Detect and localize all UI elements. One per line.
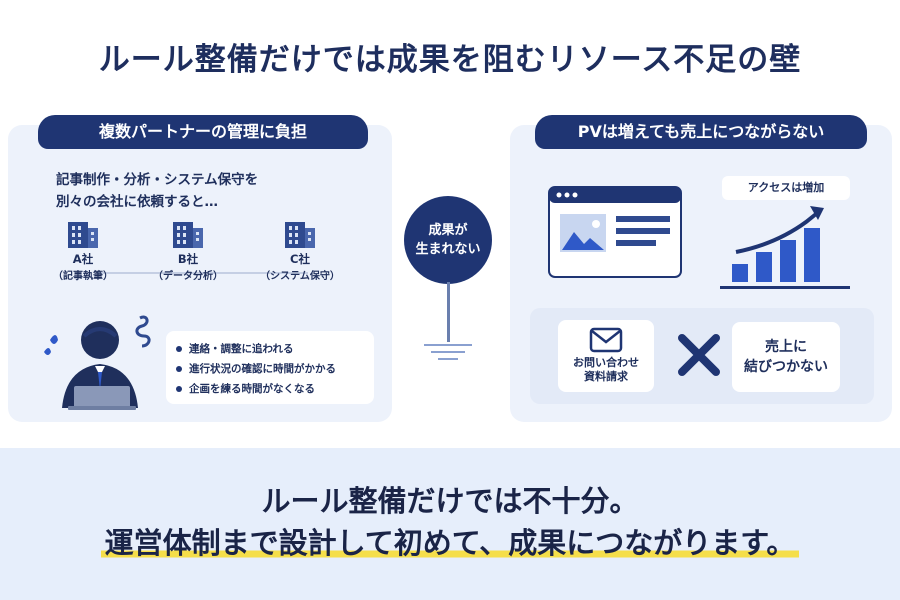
access-label: アクセスは増加 (722, 176, 850, 200)
ground-stem (447, 282, 450, 342)
ground-line-3 (438, 358, 458, 360)
conclusion-band (0, 448, 900, 600)
company-role: （データ分析） (153, 271, 223, 282)
bullet-icon (176, 366, 182, 372)
left-lead-text: 記事制作・分析・システム保守を 別々の会社に依頼すると… (56, 169, 258, 213)
highlighted-text: 運営体制まで設計して初めて、成果につながります。 (100, 526, 800, 560)
right-panel-heading: PVは増えても売上につながらない (535, 115, 867, 149)
stressed-person-icon (44, 315, 151, 410)
building-icon (285, 222, 315, 248)
left-panel-heading: 複数パートナーの管理に負担 (38, 115, 368, 149)
company-role: （システム保守） (260, 271, 340, 282)
mail-icon (589, 327, 623, 353)
growth-chart-icon (720, 206, 850, 289)
bullet-icon (176, 386, 182, 392)
conclusion-line-1: ルール整備だけでは不十分。 (261, 484, 639, 518)
lead-line-2: 別々の会社に依頼すると… (56, 194, 218, 210)
company-connector-line (98, 272, 308, 274)
cross-icon (678, 334, 720, 376)
company-name: B社 (177, 252, 199, 266)
no-sales-card: 売上に 結びつかない (732, 322, 840, 392)
company-role: （記事執筆） (53, 271, 113, 282)
ground-line-1 (424, 344, 472, 346)
list-item: 進行状況の確認に時間がかかる (176, 359, 364, 379)
no-results-badge: 成果が 生まれない (404, 196, 492, 284)
company-b: B社 （データ分析） (143, 218, 233, 282)
company-name: C社 (290, 252, 310, 266)
conclusion-line-2: 運営体制まで設計して初めて、成果につながります。 (0, 520, 900, 562)
web-page-icon (548, 186, 682, 278)
bullet-icon (176, 346, 182, 352)
company-a: A社 （記事執筆） (38, 218, 128, 282)
page-title: ルール整備だけでは成果を阻むリソース不足の壁 (98, 42, 802, 78)
building-icon (68, 222, 98, 248)
list-item: 企画を練る時間がなくなる (176, 379, 364, 399)
lead-line-1: 記事制作・分析・システム保守を (56, 172, 259, 188)
issues-list: 連絡・調整に追われる 進行状況の確認に時間がかかる 企画を練る時間がなくなる (166, 331, 374, 404)
list-item: 連絡・調整に追われる (176, 339, 364, 359)
inquiry-card: お問い合わせ 資料請求 (558, 320, 654, 392)
company-name: A社 (72, 252, 94, 266)
company-c: C社 （システム保守） (255, 218, 345, 282)
ground-line-2 (431, 351, 465, 353)
building-icon (173, 222, 203, 248)
